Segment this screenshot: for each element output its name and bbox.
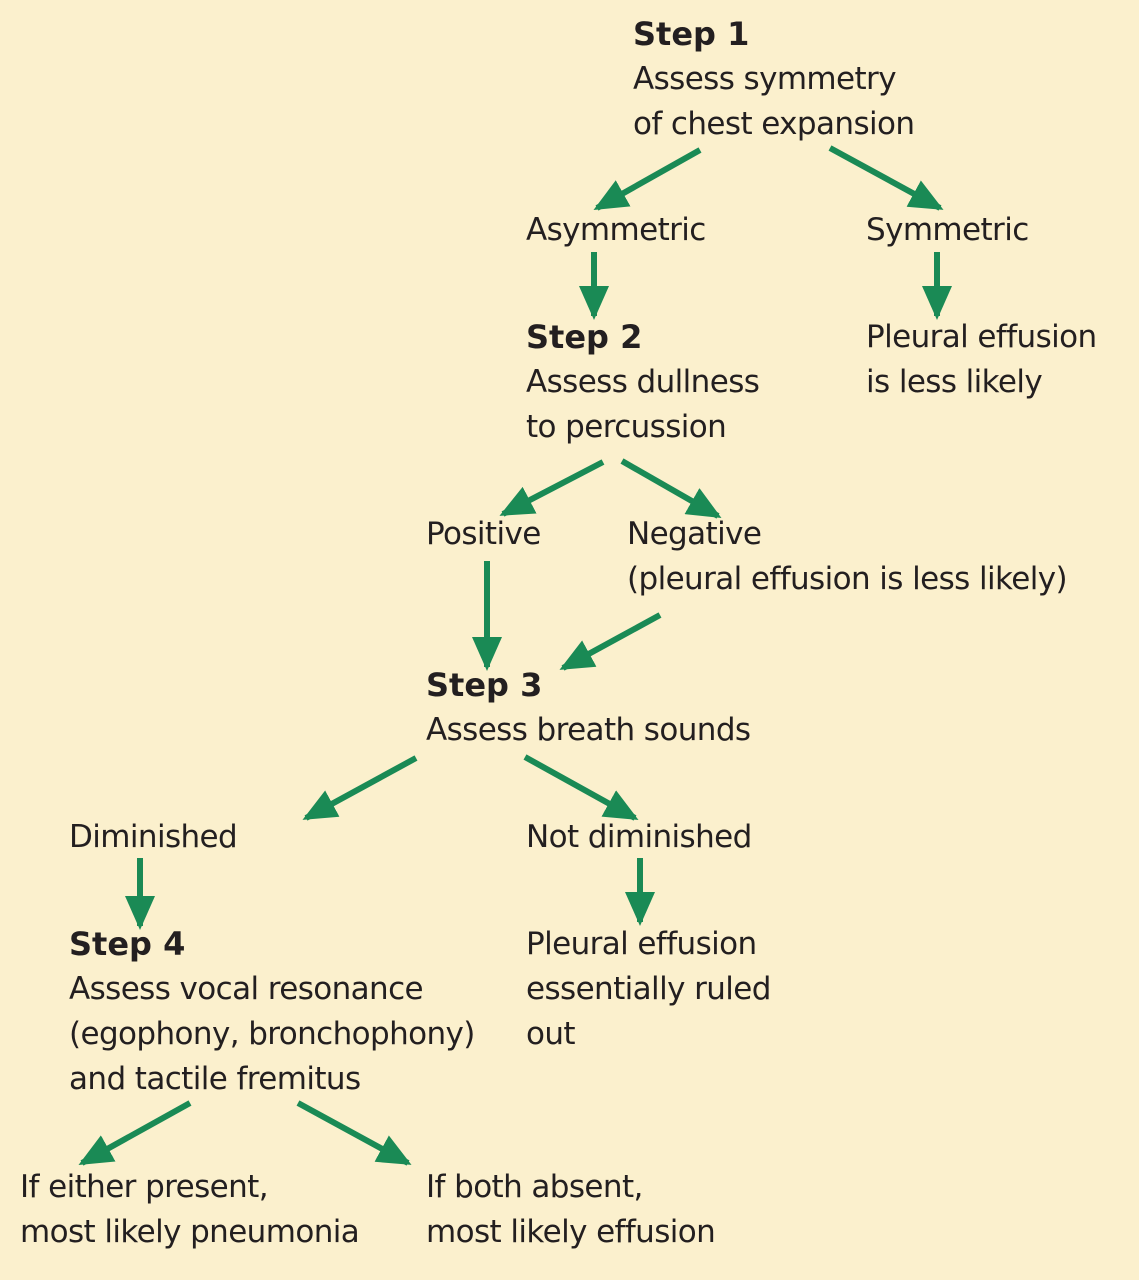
negative-line-1: Negative: [627, 516, 762, 552]
arrow-step4-to-both-absent: [296, 1100, 412, 1166]
step1-line-2: of chest expansion: [633, 106, 915, 142]
symmetric-outcome-line-2: is less likely: [866, 364, 1043, 400]
either-present-outcome: If either present, most likely pneumonia: [20, 1165, 360, 1255]
arrow-step1-to-asymmetric: [593, 147, 702, 211]
arrow-step3-to-diminished: [302, 755, 418, 821]
step2-title: Step 2: [526, 318, 643, 356]
step1-title: Step 1: [633, 15, 750, 53]
step4-line-3: and tactile fremitus: [69, 1061, 361, 1097]
step4-title: Step 4: [69, 925, 186, 963]
negative-label: Negative (pleural effusion is less likel…: [627, 512, 1068, 602]
diminished-label: Diminished: [69, 819, 238, 855]
not-diminished-outcome-line-1: Pleural effusion: [526, 926, 757, 962]
step2-line-1: Assess dullness: [526, 364, 760, 400]
arrow-negative-to-step3: [559, 612, 662, 671]
step2-line-2: to percussion: [526, 409, 727, 445]
step3-title: Step 3: [426, 666, 543, 704]
step3-box: Step 3 Assess breath sounds: [426, 663, 751, 753]
symmetric-outcome: Pleural effusion is less likely: [866, 315, 1097, 405]
not-diminished-outcome: Pleural effusion essentially ruled out: [526, 922, 771, 1057]
step4-line-1: Assess vocal resonance: [69, 971, 424, 1007]
both-absent-line-2: most likely effusion: [426, 1214, 716, 1250]
not-diminished-outcome-line-3: out: [526, 1016, 576, 1052]
both-absent-line-1: If both absent,: [426, 1169, 643, 1205]
asymmetric-label: Asymmetric: [526, 212, 706, 248]
both-absent-outcome: If both absent, most likely effusion: [426, 1165, 716, 1255]
step4-line-2: (egophony, bronchophony): [69, 1016, 475, 1052]
arrow-step4-to-either-present: [78, 1100, 192, 1166]
arrow-step2-to-negative: [620, 458, 722, 519]
step4-box: Step 4 Assess vocal resonance (egophony,…: [69, 922, 475, 1102]
not-diminished-label: Not diminished: [526, 819, 752, 855]
either-present-line-2: most likely pneumonia: [20, 1214, 360, 1250]
positive-label: Positive: [426, 516, 541, 552]
arrow-step1-to-symmetric: [828, 145, 944, 211]
symmetric-outcome-line-1: Pleural effusion: [866, 319, 1097, 355]
step1-box: Step 1 Assess symmetry of chest expansio…: [633, 12, 915, 147]
step2-box: Step 2 Assess dullness to percussion: [526, 315, 760, 450]
step3-line-1: Assess breath sounds: [426, 712, 751, 748]
arrow-step2-to-positive: [499, 459, 605, 517]
either-present-line-1: If either present,: [20, 1169, 269, 1205]
arrow-step3-to-not-diminished: [523, 754, 639, 821]
symmetric-label: Symmetric: [866, 212, 1029, 248]
negative-line-2: (pleural effusion is less likely): [627, 561, 1068, 597]
not-diminished-outcome-line-2: essentially ruled: [526, 971, 771, 1007]
step1-line-1: Assess symmetry: [633, 61, 897, 97]
